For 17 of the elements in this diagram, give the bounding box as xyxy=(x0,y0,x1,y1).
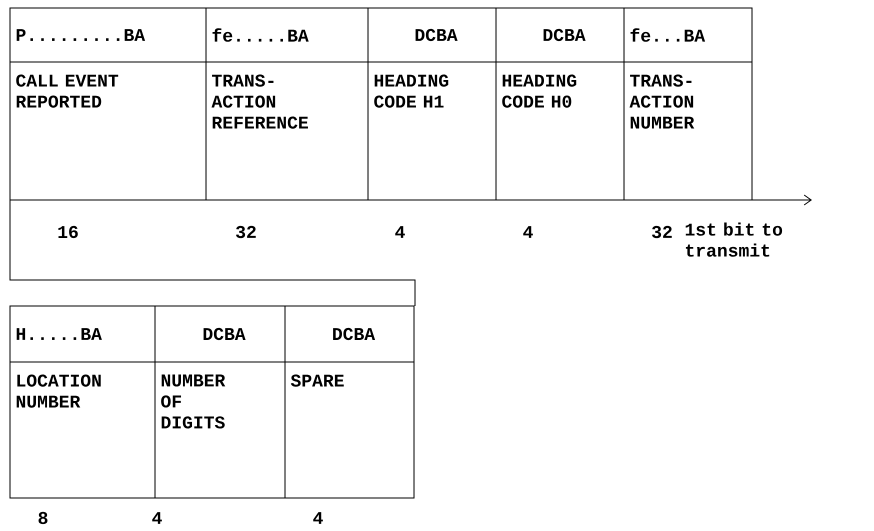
bit-count: 16 xyxy=(58,226,78,238)
bit-count: 32 xyxy=(236,226,256,238)
bit-count: 4 xyxy=(395,226,405,238)
field-box: DCBA SPARE xyxy=(284,306,414,498)
field-box: fe...BA TRANS- ACTION NUMBER xyxy=(624,8,752,200)
field-box: DCBA NUMBER OF DIGITS xyxy=(154,306,286,498)
bit-count: 32 xyxy=(652,226,672,238)
field-box: DCBA HEADING CODE H0 xyxy=(496,8,624,200)
field-box: H.....BA LOCATION NUMBER xyxy=(10,306,156,498)
bit-count: 4 xyxy=(152,512,162,524)
bit-count: 8 xyxy=(38,512,48,524)
field-box: DCBA HEADING CODE H1 xyxy=(368,8,496,200)
field-box: P.........BA CALL EVENT REPORTED xyxy=(10,8,206,200)
field-box: fe.....BA TRANS- ACTION REFERENCE xyxy=(206,8,368,200)
bit-count: 4 xyxy=(313,512,323,524)
note-text: 1st bit to transmit xyxy=(686,222,782,257)
bit-count: 4 xyxy=(523,226,533,238)
